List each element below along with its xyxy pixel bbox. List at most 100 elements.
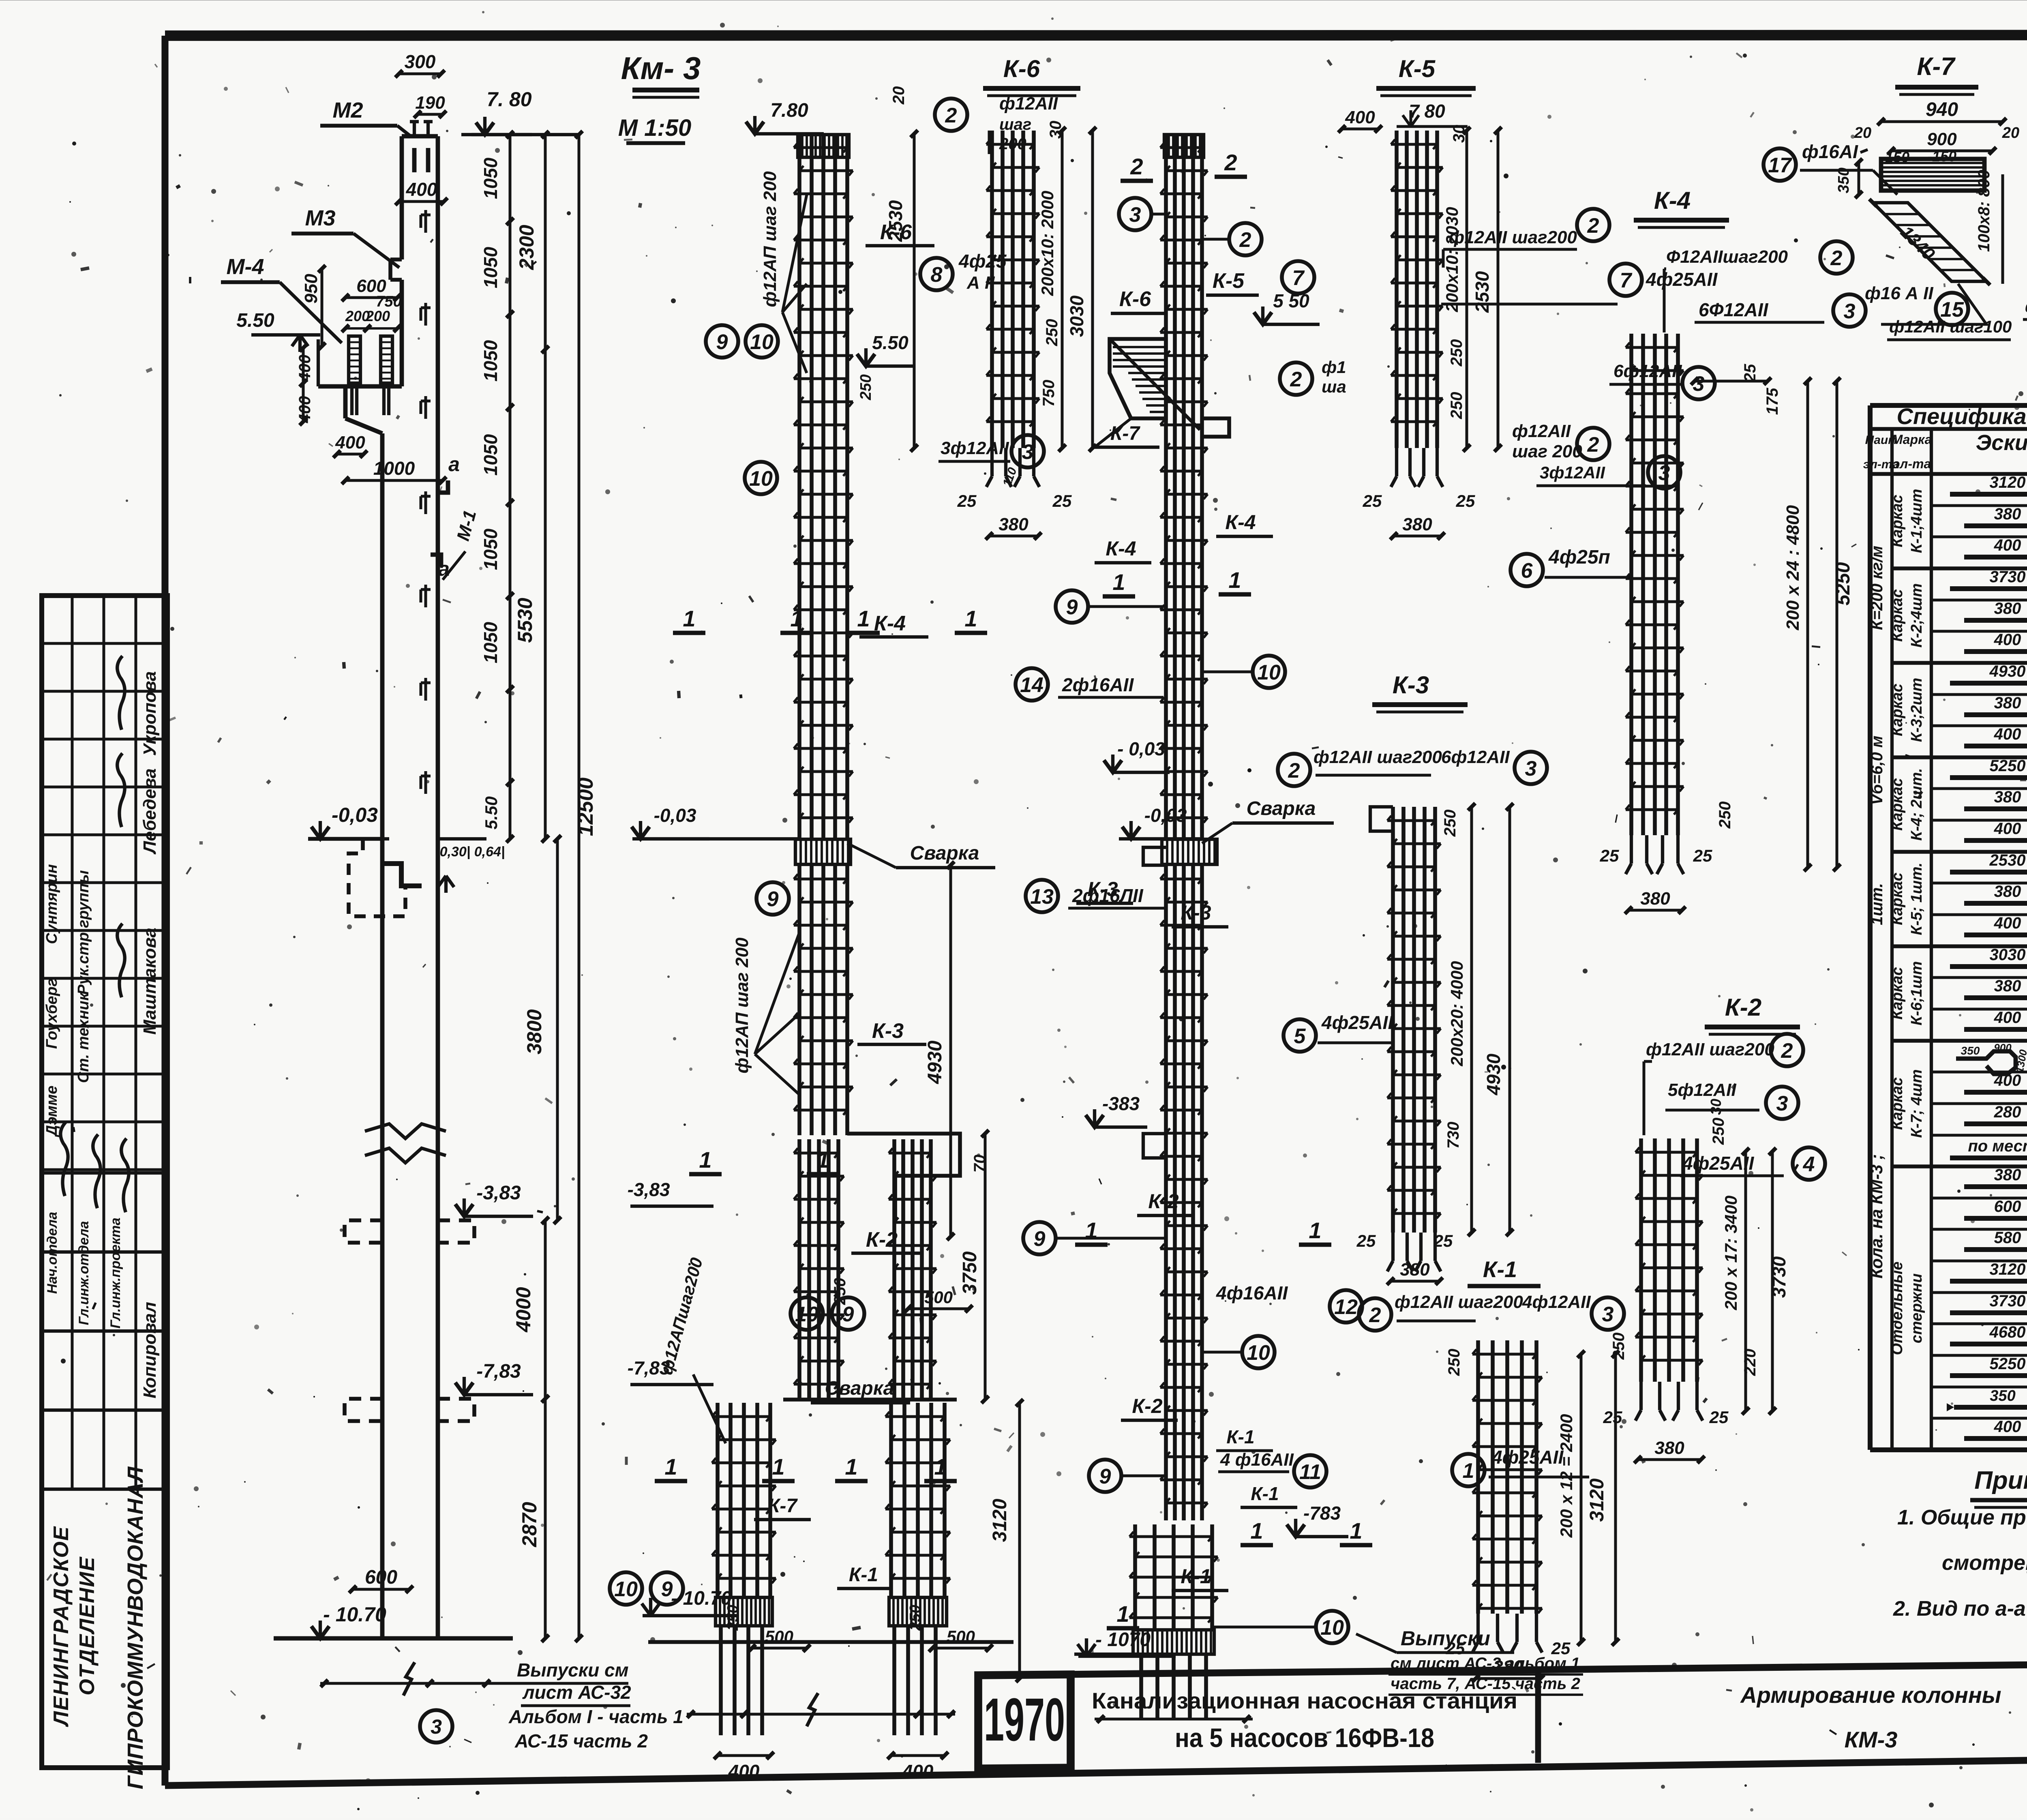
svg-text:Альбом I - часть 1: Альбом I - часть 1 bbox=[508, 1706, 684, 1727]
svg-text:7.80: 7.80 bbox=[770, 100, 808, 121]
svg-text:4ф25АII: 4ф25АII bbox=[1321, 1012, 1393, 1033]
svg-text:Марка: Марка bbox=[1892, 432, 1932, 447]
svg-text:200x20: 4000: 200x20: 4000 bbox=[1447, 961, 1466, 1066]
svg-text:К-5: К-5 bbox=[1213, 269, 1245, 293]
svg-text:400: 400 bbox=[1994, 631, 2021, 649]
svg-text:К-1: К-1 bbox=[1251, 1483, 1279, 1504]
svg-text:К-4; 2шт.: К-4; 2шт. bbox=[1908, 768, 1925, 840]
svg-text:380: 380 bbox=[1400, 1260, 1430, 1280]
svg-text:Каркас: Каркас bbox=[1889, 872, 1906, 925]
svg-text:Примечание: Примечание bbox=[1974, 1466, 2027, 1494]
svg-text:5.50: 5.50 bbox=[236, 310, 274, 331]
svg-text:7: 7 bbox=[1292, 266, 1305, 290]
svg-text:380: 380 bbox=[1994, 600, 2021, 617]
svg-text:- 10.70: - 10.70 bbox=[323, 1603, 386, 1626]
svg-text:Ф12АIIшаг200: Ф12АIIшаг200 bbox=[1666, 247, 1788, 267]
svg-text:25: 25 bbox=[1363, 491, 1382, 510]
svg-text:25: 25 bbox=[1603, 1408, 1622, 1427]
svg-text:Кола. на КМ-3 ;: Кола. на КМ-3 ; bbox=[1867, 1154, 1886, 1279]
svg-text:1050: 1050 bbox=[480, 157, 501, 199]
svg-text:2: 2 bbox=[1288, 759, 1300, 782]
svg-text:2ф16ЛII: 2ф16ЛII bbox=[1072, 885, 1144, 906]
svg-text:К-6: К-6 bbox=[880, 221, 912, 244]
svg-text:5.50: 5.50 bbox=[482, 796, 501, 830]
svg-text:АС-15 часть 2: АС-15 часть 2 bbox=[514, 1730, 648, 1751]
svg-text:2870: 2870 bbox=[518, 1502, 541, 1547]
svg-text:3ф12АII: 3ф12АII bbox=[1540, 463, 1605, 482]
svg-text:2: 2 bbox=[1239, 228, 1251, 252]
svg-text:400: 400 bbox=[1994, 1009, 2021, 1027]
svg-text:2: 2 bbox=[1830, 247, 1843, 270]
svg-text:-7,83: -7,83 bbox=[476, 1361, 521, 1382]
svg-text:30: 30 bbox=[1708, 1099, 1724, 1115]
svg-text:1970: 1970 bbox=[984, 1685, 1065, 1754]
svg-text:400: 400 bbox=[1345, 107, 1375, 127]
svg-text:2: 2 bbox=[1290, 368, 1302, 391]
svg-text:Гл.инж.проекта: Гл.инж.проекта bbox=[108, 1218, 123, 1329]
svg-text:1: 1 bbox=[964, 606, 977, 631]
svg-text:25: 25 bbox=[1600, 846, 1619, 865]
svg-text:1: 1 bbox=[1250, 1518, 1263, 1543]
svg-text:Лебедева: Лебедева bbox=[140, 768, 160, 855]
svg-text:К-3: К-3 bbox=[872, 1019, 904, 1043]
svg-text:9: 9 bbox=[716, 330, 728, 354]
svg-text:380: 380 bbox=[1994, 505, 2021, 523]
svg-text:3030: 3030 bbox=[1990, 946, 2026, 964]
svg-text:4ф16АII: 4ф16АII bbox=[1216, 1282, 1288, 1303]
svg-text:2530: 2530 bbox=[885, 200, 906, 242]
svg-text:3: 3 bbox=[1022, 440, 1034, 464]
svg-text:Нач.отдела: Нач.отдела bbox=[45, 1212, 60, 1294]
svg-text:1шт.: 1шт. bbox=[1868, 883, 1886, 925]
svg-text:1: 1 bbox=[683, 606, 695, 631]
svg-text:К-5; 1шт.: К-5; 1шт. bbox=[1908, 862, 1925, 935]
svg-text:3030: 3030 bbox=[1066, 295, 1087, 337]
svg-text:-3,83: -3,83 bbox=[476, 1182, 521, 1204]
svg-text:4930: 4930 bbox=[1989, 662, 2026, 680]
svg-text:2: 2 bbox=[1224, 150, 1237, 175]
svg-text:стержни: стержни bbox=[1908, 1273, 1925, 1343]
svg-text:3: 3 bbox=[1844, 300, 1856, 323]
svg-text:1: 1 bbox=[664, 1454, 677, 1479]
svg-text:К-7: К-7 bbox=[768, 1495, 798, 1517]
svg-text:3: 3 bbox=[1776, 1092, 1788, 1115]
svg-text:250: 250 bbox=[1448, 339, 1466, 367]
svg-text:6ф12АII: 6ф12АII bbox=[1441, 747, 1510, 767]
svg-text:300: 300 bbox=[405, 51, 436, 72]
svg-text:500: 500 bbox=[924, 1288, 953, 1307]
svg-text:2: 2 bbox=[1369, 1303, 1381, 1327]
svg-text:смотреть на листь АС-4: смотреть на листь АС-4 bbox=[1942, 1551, 2027, 1575]
svg-text:250: 250 bbox=[907, 1605, 924, 1631]
svg-text:15: 15 bbox=[1940, 298, 1964, 322]
svg-text:2530: 2530 bbox=[1989, 851, 2026, 869]
svg-text:шаг: шаг bbox=[999, 116, 1031, 133]
svg-text:- 0,03: - 0,03 bbox=[1117, 738, 1165, 759]
svg-text:3: 3 bbox=[431, 1715, 442, 1738]
svg-text:ф12АII шаг200: ф12АII шаг200 bbox=[1448, 227, 1577, 247]
svg-text:К-4: К-4 bbox=[1654, 187, 1691, 214]
svg-text:К-3: К-3 bbox=[1087, 878, 1118, 900]
svg-text:Каркас: Каркас bbox=[1889, 1077, 1906, 1130]
svg-text:7: 7 bbox=[1620, 269, 1633, 292]
svg-text:250: 250 bbox=[1445, 1349, 1463, 1376]
svg-text:1: 1 bbox=[1112, 569, 1125, 595]
svg-text:350: 350 bbox=[1835, 167, 1852, 193]
svg-text:400: 400 bbox=[406, 179, 437, 200]
svg-text:Сварка: Сварка bbox=[1247, 798, 1316, 819]
svg-text:ф1: ф1 bbox=[1322, 358, 1346, 377]
svg-text:380: 380 bbox=[1994, 694, 2021, 712]
svg-text:14: 14 bbox=[1020, 673, 1043, 697]
svg-text:-0,03: -0,03 bbox=[654, 805, 696, 826]
svg-text:К-7: К-7 bbox=[1917, 53, 1956, 81]
svg-text:9: 9 bbox=[661, 1578, 673, 1601]
svg-text:Канализационная насосная с: Канализационная насосная станция bbox=[1092, 1688, 1517, 1713]
svg-text:эл-та: эл-та bbox=[1863, 458, 1899, 471]
svg-text:20: 20 bbox=[2002, 124, 2019, 141]
svg-text:Укропова: Укропова bbox=[140, 671, 160, 756]
svg-text:200: 200 bbox=[345, 308, 370, 324]
svg-text:400: 400 bbox=[902, 1761, 934, 1782]
svg-text:3ф12АII: 3ф12АII bbox=[941, 438, 1009, 458]
svg-text:3120: 3120 bbox=[989, 1498, 1011, 1542]
svg-text:280: 280 bbox=[1994, 1103, 2021, 1121]
svg-text:К-2: К-2 bbox=[1725, 994, 1761, 1021]
svg-text:4ф25: 4ф25 bbox=[958, 251, 1007, 272]
